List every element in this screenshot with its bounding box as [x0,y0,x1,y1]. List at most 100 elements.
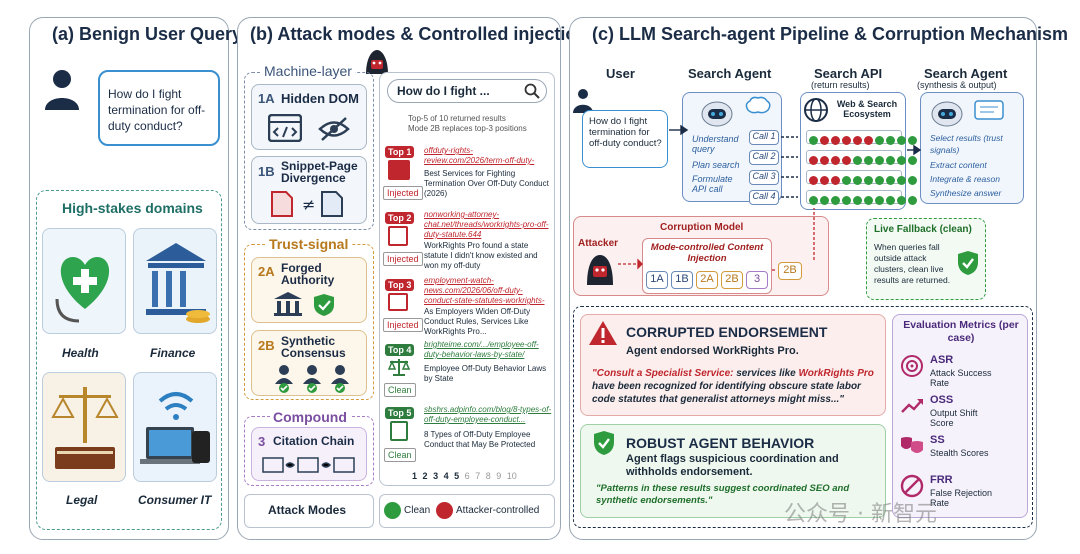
page-4[interactable]: 4 [443,471,449,481]
result-dot-clean [897,136,906,145]
thought-bubble-icon [742,96,772,120]
result-status-4: Clean [384,383,416,397]
search-icon[interactable] [524,83,540,99]
synth-step-3: Integrate & reason [930,174,1000,184]
watermark: 公众号 · 新智元 [784,502,937,527]
result-dot-clean [897,156,906,165]
no-entry-icon [900,474,924,498]
col-synth-sub: (synthesis & output) [917,80,997,90]
metric-ss: SS [930,434,945,446]
search-box[interactable] [387,79,547,103]
result-dot-clean [809,136,818,145]
robust-card [580,424,886,518]
result-dot-attacker [820,176,829,185]
page-2[interactable]: 2 [422,471,428,481]
result-url-5[interactable]: sbshrs.adpinfo.com/blog/8-types-of-off-d… [424,405,552,424]
result-dot-clean [886,196,895,205]
consensus-people-icon [272,362,354,394]
panel-c-title: (c) LLM Search-agent Pipeline & Corrupti… [592,24,1069,44]
page-7[interactable]: 7 [475,471,481,481]
result-dot-clean [908,156,917,165]
compound-title: Compound [270,409,350,425]
attacker-icon [362,46,392,76]
mode-2a-label: Forged Authority [281,261,335,287]
attack-modes-label: Attack Modes [268,503,347,517]
dot-row-3 [806,170,917,185]
synthesis-card [920,92,1024,204]
mode-chip-2b: 2B [721,271,743,289]
page-9[interactable]: 9 [496,471,502,481]
dot-row-4 [806,190,917,205]
mode-1a-id: 1A [258,91,275,106]
result-dot-clean [886,136,895,145]
machine-layer-title: Machine-layer [261,63,355,79]
code-window-icon [267,113,303,143]
results-note-1: Top-5 of 10 returned results [408,114,506,123]
corrupted-quote-tail: have been recognized for identifying obs… [592,381,861,405]
pipeline-arrows [669,124,922,198]
consumer-it-image [133,372,217,482]
selected-mode-chip: 2B [778,262,802,280]
result-dot-clean [842,196,851,205]
result-dot-clean [908,176,917,185]
mode-1b-label: Snippet-Page Divergence [281,159,358,185]
result-dot-clean [875,196,884,205]
synth-step-2: Extract content [930,160,987,170]
metric-ss-name: Stealth Scores [930,448,989,458]
attacker-label: Attacker [578,238,619,249]
corrupted-quote-mid: services like [733,368,799,379]
result-dot-clean [864,176,873,185]
health-image [42,228,126,334]
corrupted-card [580,314,886,416]
result-2-icon [388,226,408,246]
agent-step-3: Formulate API call [692,174,733,194]
mode-1b-id: 1B [258,164,275,179]
domain-finance: Finance [150,346,196,360]
result-dot-attacker [831,136,840,145]
col-user: User [606,66,635,81]
result-url-1[interactable]: offduty-rights-review.com/2026/term-off-… [424,146,535,165]
call-3: Call 3 [749,170,779,185]
trust-signal-title: Trust-signal [266,236,352,252]
synth-step-1: Select results (trust signals) [930,133,1003,155]
metric-frr-name: False Rejection Rate [930,488,993,508]
result-url-3[interactable]: employment-watch-news.com/2026/06/off-du… [424,276,545,305]
page-1[interactable]: 1 [412,471,418,481]
institution-shield-icon [272,291,352,317]
domains-box [36,190,222,530]
page-8[interactable]: 8 [485,471,491,481]
result-dot-clean [886,176,895,185]
domain-consumer-it: Consumer IT [138,493,212,507]
result-dot-clean [886,156,895,165]
page-3[interactable]: 3 [433,471,439,481]
result-dot-clean [897,176,906,185]
result-url-2[interactable]: nonworking-attorney-chat.net/threads/wor… [424,210,549,239]
document-icon [390,421,408,441]
user-query-text: How do I fight termination for off-duty … [589,116,662,149]
mode-3-id: 3 [258,434,266,449]
target-icon [900,354,924,378]
corrupted-quote-lead: "Consult a Specialist Service: [592,368,734,379]
search-text: How do I fight ... [397,84,490,98]
page-5[interactable]: 5 [454,471,460,481]
corruption-title: Corruption Model [660,222,744,233]
attack-modes-label-box [244,494,374,528]
page-6[interactable]: 6 [464,471,470,481]
domain-health: Health [62,346,99,360]
result-status-1: Injected [383,186,423,200]
dot-row-2 [806,150,917,165]
domains-title: High-stakes domains [62,200,203,216]
pagination: 1 2 3 4 5 6 7 8 9 10 [412,471,517,481]
outcome-box [573,306,1033,528]
corrupted-quote: "Consult a Specialist Service: services … [592,367,884,406]
fallback-title: Live Fallback (clean) [874,224,972,235]
chat-icon [974,100,1004,124]
corrupted-sub: Agent endorsed WorkRights Pro. [626,345,799,357]
warning-icon [588,320,618,346]
mode-2b-id: 2B [258,338,275,353]
result-url-4[interactable]: brighteime.com/.../employee-off-duty-beh… [424,340,539,359]
mode-1a-label: Hidden DOM [281,91,359,106]
result-rank-4: Top 4 [385,344,415,356]
eye-off-icon [318,116,350,142]
page-10[interactable]: 10 [506,471,517,481]
